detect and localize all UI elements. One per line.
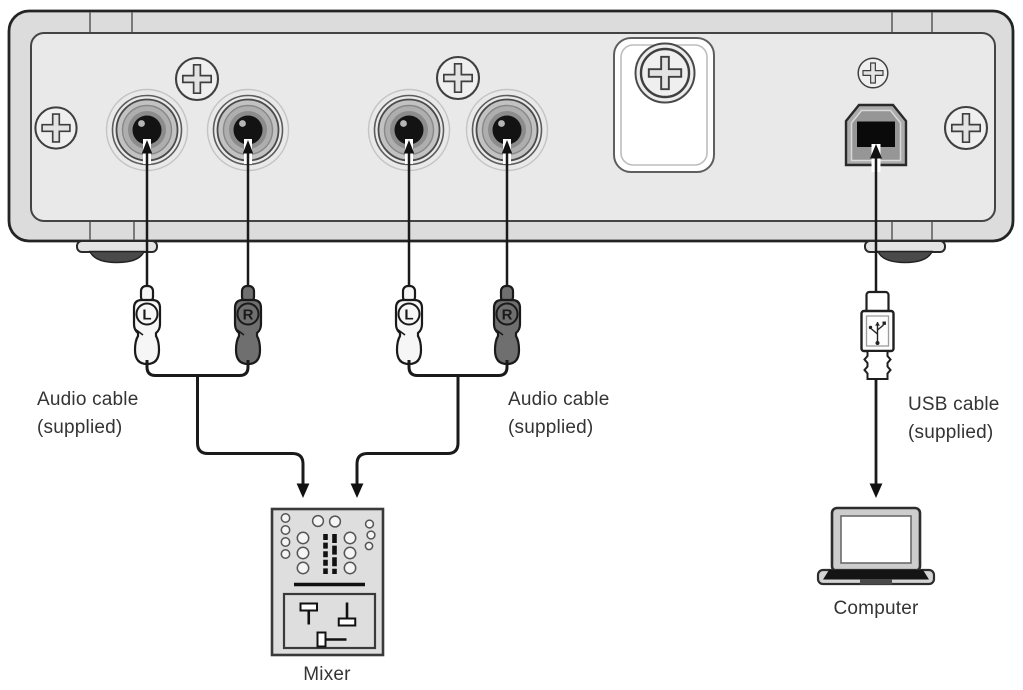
screw-icon-large bbox=[639, 47, 691, 99]
usb-plug bbox=[860, 290, 895, 380]
audio-cable-label-left-line2: (supplied) bbox=[37, 417, 123, 438]
mixer-label: Mixer bbox=[303, 664, 351, 685]
mixer-knobs bbox=[280, 513, 376, 575]
rca-plug-r1 bbox=[233, 284, 263, 366]
plug-letter-4: R bbox=[502, 307, 513, 324]
rca-plug-r2 bbox=[492, 284, 522, 366]
usb-plug-grip bbox=[863, 350, 892, 380]
usb-cable bbox=[860, 144, 895, 498]
usb-cable-label-line1: USB cable bbox=[908, 394, 1000, 415]
jack-arrowheads bbox=[141, 140, 513, 154]
computer-illustration bbox=[816, 506, 936, 586]
audio-cable-left-route bbox=[196, 375, 305, 484]
plug-letter-2: R bbox=[243, 307, 254, 324]
mixer-illustration bbox=[270, 507, 385, 657]
usb-port-opening bbox=[857, 121, 895, 147]
audio-cable-label-left-line1: Audio cable bbox=[37, 389, 139, 410]
plug-channel-letters: L R L R bbox=[142, 307, 512, 324]
screw-icon-left bbox=[34, 106, 78, 150]
screw-icon-above-usb bbox=[857, 57, 889, 89]
audio-cable-label-right-line2: (supplied) bbox=[508, 417, 594, 438]
recessed-plate bbox=[613, 37, 715, 173]
mixer-lower-section bbox=[282, 592, 377, 650]
laptop-keyboard bbox=[823, 570, 929, 580]
screw-icon-between-jacks-2 bbox=[435, 55, 481, 101]
arrow-to-mixer-right bbox=[350, 483, 364, 498]
usb-b-port bbox=[844, 103, 908, 167]
usb-cable-label: USB cable (supplied) bbox=[908, 391, 1000, 447]
cable-routes bbox=[145, 360, 509, 484]
audio-cables: L R L R bbox=[132, 139, 522, 498]
device-foot-left bbox=[76, 240, 158, 264]
device-rear-panel bbox=[7, 9, 1015, 243]
panel-seams bbox=[89, 12, 933, 240]
computer-label: Computer bbox=[833, 598, 919, 619]
audio-cable-label-right-line1: Audio cable bbox=[508, 389, 610, 410]
mixer-fader-symbols bbox=[299, 602, 357, 648]
plug-letter-1: L bbox=[142, 307, 151, 324]
arrow-to-computer bbox=[869, 483, 883, 498]
audio-cable-right-route bbox=[355, 375, 460, 484]
usb-cable-label-line2: (supplied) bbox=[908, 422, 994, 443]
arrow-to-usb-port bbox=[870, 144, 882, 159]
laptop-screen bbox=[840, 515, 912, 564]
screw-icon-between-jacks-1 bbox=[174, 56, 220, 102]
rca-plug-l1 bbox=[132, 284, 162, 366]
plug-lines bbox=[145, 150, 509, 288]
audio-cable-right-bracket bbox=[407, 360, 509, 377]
plug-letter-3: L bbox=[404, 307, 413, 324]
rca-plug-l2 bbox=[394, 284, 424, 366]
audio-cable-label-left: Audio cable (supplied) bbox=[37, 386, 139, 442]
usb-trident-icon bbox=[868, 321, 886, 345]
mixer-fader-strips bbox=[323, 534, 337, 574]
arrow-to-mixer-left bbox=[296, 483, 310, 498]
screw-icon-right bbox=[943, 105, 989, 151]
audio-cable-label-right: Audio cable (supplied) bbox=[508, 386, 610, 442]
laptop-notch bbox=[860, 579, 892, 585]
audio-cable-left-bracket bbox=[145, 360, 250, 377]
